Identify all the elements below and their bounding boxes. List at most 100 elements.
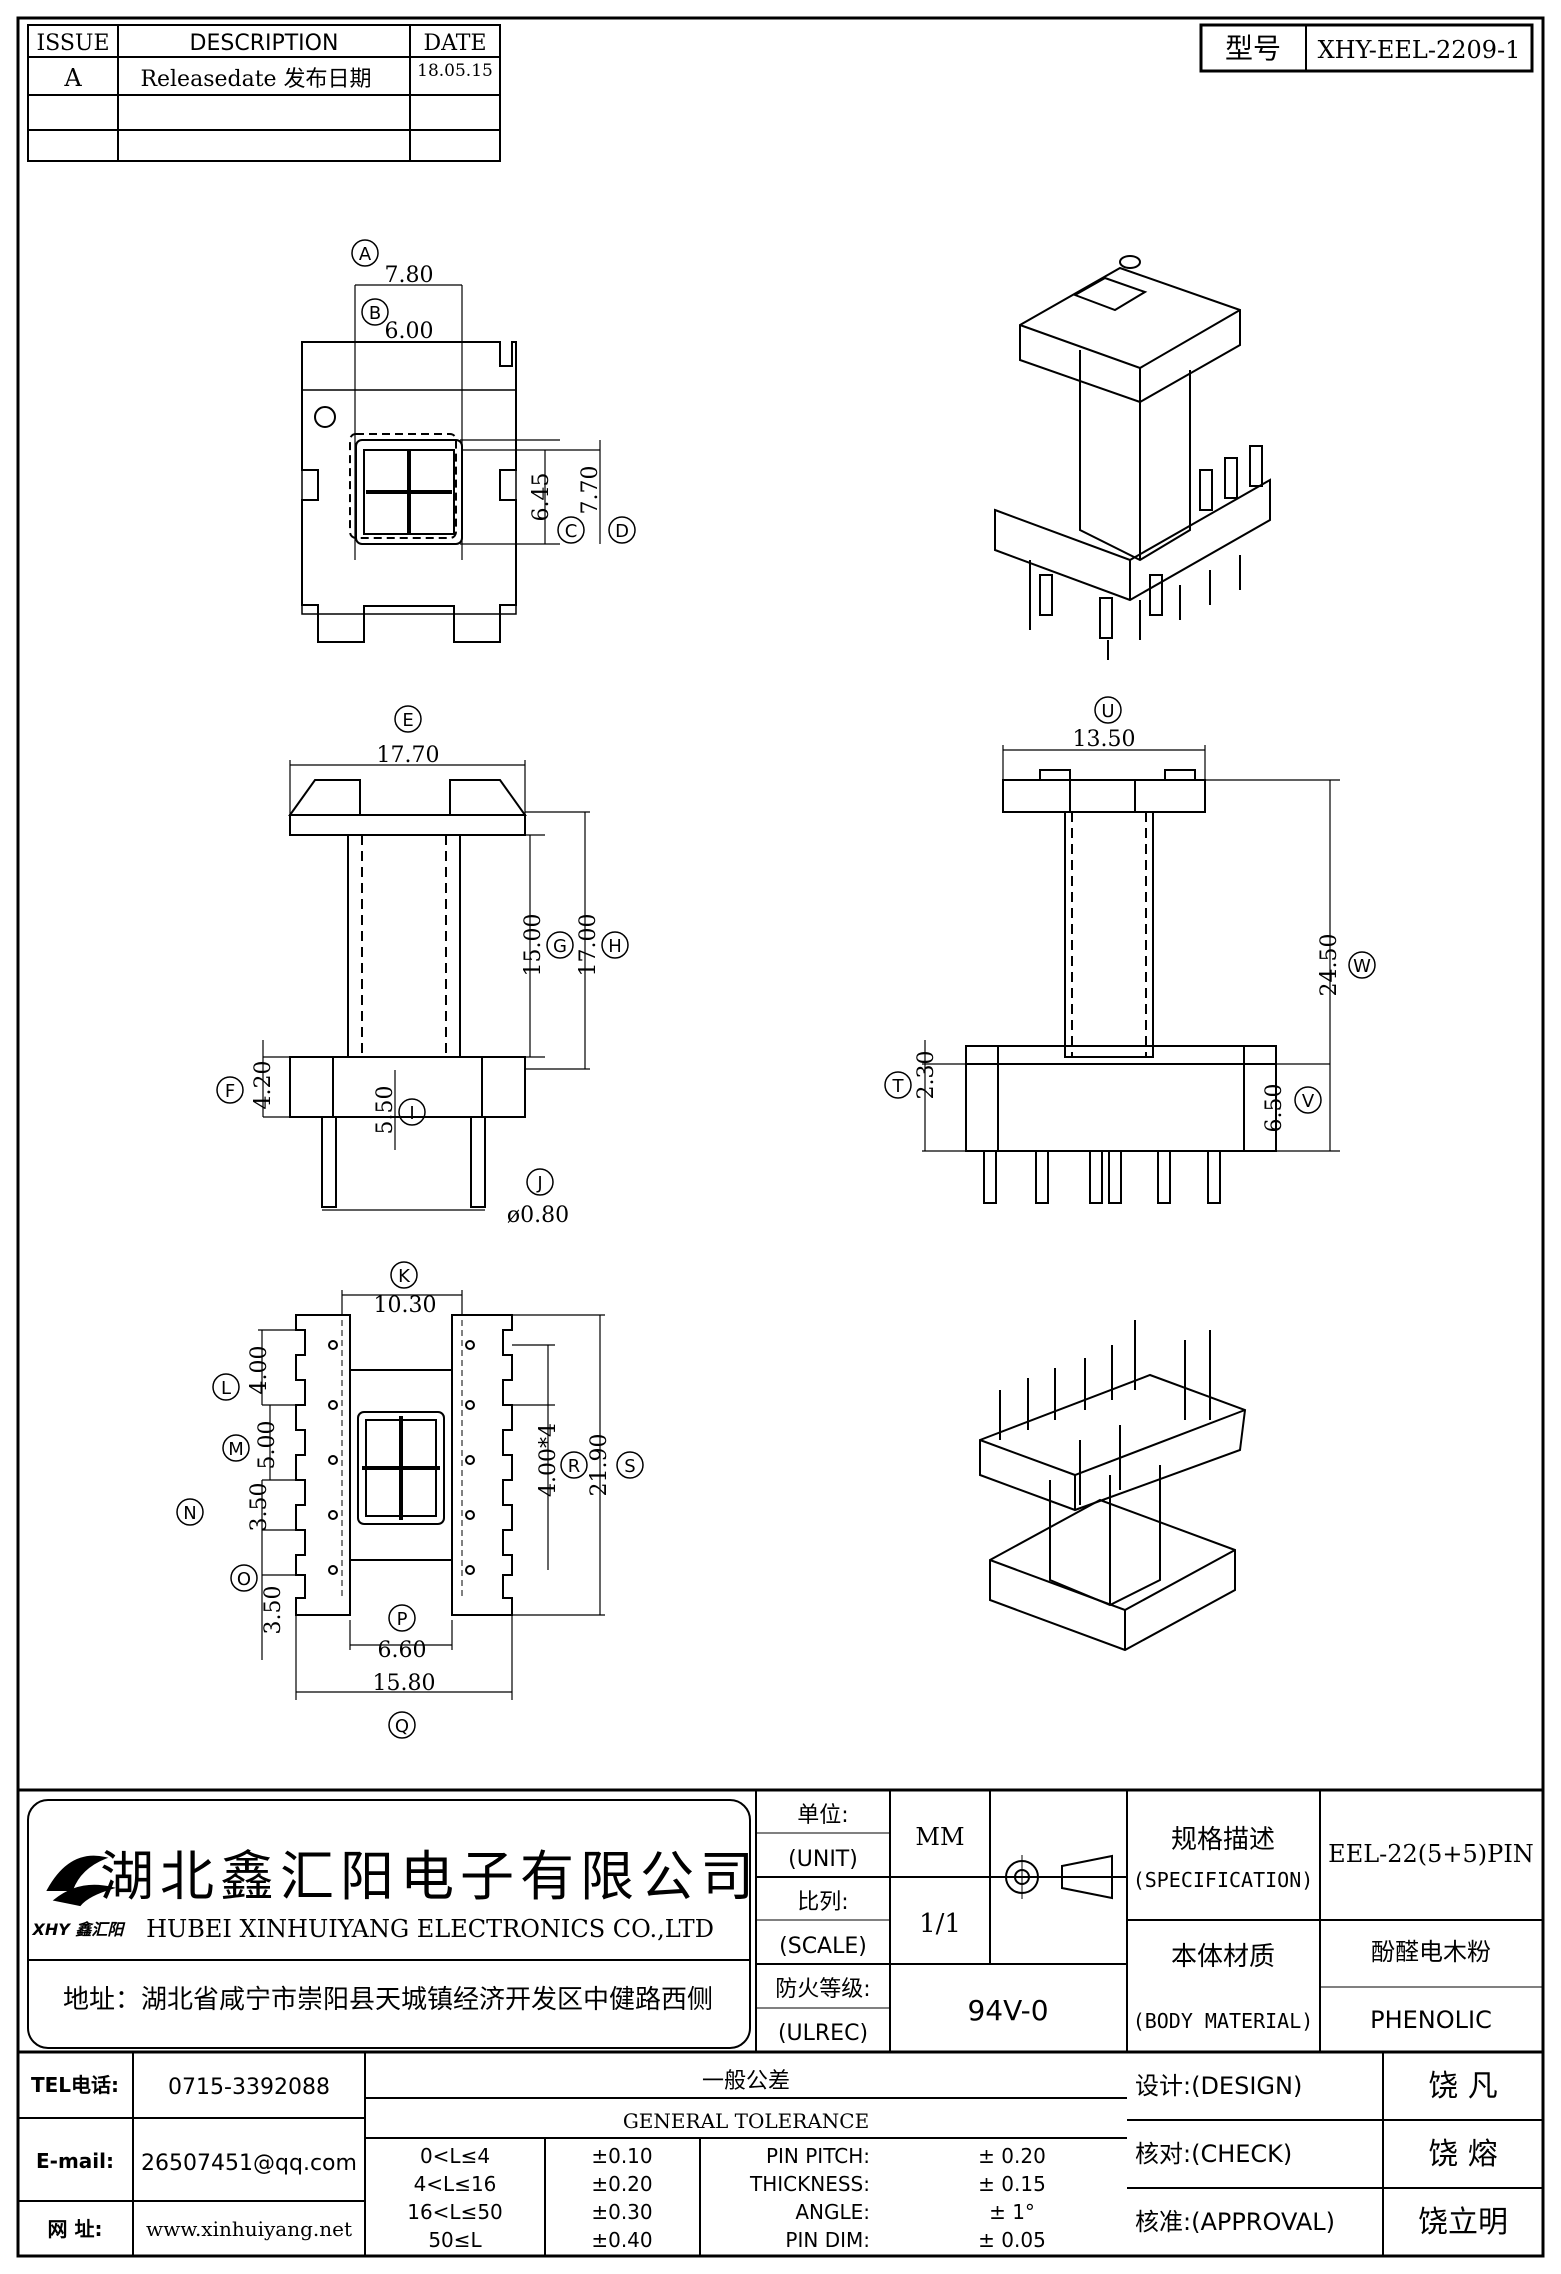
- dim-value-b: 6.00: [385, 319, 434, 344]
- ulrec-label: 防火等级:: [775, 1977, 870, 2002]
- approval-label: 核准:(APPROVAL): [1135, 2208, 1335, 2236]
- spec-pin-pitch-label: PIN PITCH:: [766, 2144, 870, 2168]
- svg-text:W: W: [1353, 956, 1371, 977]
- tolerance-range-1: 0<L≤4: [420, 2144, 490, 2168]
- svg-text:S: S: [624, 1456, 635, 1477]
- approval-name: 饶立明: [1418, 2205, 1508, 2240]
- email-label: E-mail:: [36, 2149, 114, 2173]
- tolerance-value-1: ±0.10: [591, 2144, 652, 2168]
- spec-thickness-value: ± 0.15: [978, 2172, 1046, 2196]
- svg-text:T: T: [892, 1076, 905, 1097]
- sheet-border: [16, 16, 1545, 2258]
- spec-value: EEL-22(5+5)PIN: [1328, 1840, 1534, 1868]
- dim-value-h: 17.00: [576, 914, 601, 977]
- dim-value-i: 5.50: [373, 1086, 398, 1135]
- svg-text:L: L: [221, 1378, 231, 1399]
- spec-thickness-label: THICKNESS:: [749, 2172, 870, 2196]
- svg-text:Q: Q: [395, 1716, 409, 1737]
- spec-pin-dim-value: ± 0.05: [978, 2228, 1046, 2252]
- dimension-values: 7.80 6.00 6.45 7.70 17.70 4.20 15.00 17.…: [247, 263, 1342, 1696]
- svg-text:N: N: [183, 1503, 196, 1524]
- dim-value-e: 17.70: [377, 743, 440, 768]
- company-logo: XHY 鑫汇阳: [32, 1855, 127, 1939]
- title-block: XHY 鑫汇阳 湖北鑫汇阳电子有限公司 HUBEI XINHUIYANG ELE…: [18, 1788, 1543, 2256]
- dim-value-s: 21.90: [587, 1434, 612, 1497]
- ulrec-value: 94V-0: [967, 1994, 1048, 2027]
- dim-value-o: 3.50: [261, 1586, 286, 1635]
- dim-value-f: 4.20: [251, 1061, 276, 1110]
- spec-label-en: (SPECIFICATION): [1133, 1868, 1314, 1892]
- dim-value-m: 5.00: [255, 1421, 280, 1470]
- date-value: 18.05.15: [417, 61, 493, 81]
- company-name-cn: 湖北鑫汇阳电子有限公司: [100, 1845, 760, 1908]
- dim-value-t: 2.30: [914, 1051, 939, 1100]
- tolerance-range-2: 4<L≤16: [414, 2172, 497, 2196]
- svg-text:H: H: [608, 936, 622, 957]
- check-name: 饶 熔: [1428, 2137, 1498, 2172]
- front-view: [288, 779, 527, 1208]
- top-view: [301, 285, 517, 643]
- svg-text:K: K: [398, 1266, 411, 1287]
- description-value: Releasedate 发布日期: [140, 67, 371, 92]
- dimension-lines: [258, 284, 1340, 1700]
- iso-view-bottom: [979, 1320, 1247, 1652]
- spec-angle-value: ± 1°: [989, 2200, 1035, 2224]
- dim-value-k: 10.30: [374, 1293, 437, 1318]
- tolerance-value-3: ±0.30: [591, 2200, 652, 2224]
- dim-value-j: ø0.80: [507, 1203, 569, 1228]
- svg-text:C: C: [565, 521, 578, 542]
- tolerance-range-4: 50≤L: [428, 2228, 482, 2252]
- unit-label-en: (UNIT): [788, 1847, 858, 1872]
- issue-header: ISSUE: [36, 31, 109, 56]
- svg-text:E: E: [402, 710, 413, 731]
- dim-value-u: 13.50: [1073, 727, 1136, 752]
- design-label: 设计:(DESIGN): [1135, 2072, 1302, 2100]
- model-value: XHY-EEL-2209-1: [1318, 36, 1521, 64]
- revision-table: ISSUE DESCRIPTION DATE A Releasedate 发布日…: [27, 24, 501, 162]
- svg-text:B: B: [369, 303, 381, 324]
- tolerance-title-en: GENERAL TOLERANCE: [623, 2109, 869, 2133]
- svg-text:G: G: [553, 936, 567, 957]
- email-value: 26507451@qq.com: [141, 2151, 357, 2176]
- tolerance-value-2: ±0.20: [591, 2172, 652, 2196]
- unit-value: MM: [915, 1823, 964, 1851]
- web-label: 网 址:: [48, 2217, 103, 2241]
- side-view: [965, 769, 1277, 1204]
- tel-label: TEL电话:: [31, 2073, 119, 2097]
- web-value: www.xinhuiyang.net: [146, 2217, 352, 2241]
- dimension-callouts: A B C D E F G H I J K L M N O P Q R S T …: [176, 239, 1376, 1739]
- check-label: 核对:(CHECK): [1135, 2140, 1292, 2168]
- svg-text:P: P: [397, 1609, 408, 1630]
- material-label-en: (BODY MATERIAL): [1133, 2009, 1314, 2033]
- tolerance-range-3: 16<L≤50: [407, 2200, 503, 2224]
- issue-value: A: [63, 64, 82, 92]
- tel-value: 0715-3392088: [168, 2075, 330, 2100]
- svg-text:R: R: [568, 1456, 581, 1477]
- date-header: DATE: [423, 31, 486, 56]
- svg-text:F: F: [225, 1081, 235, 1102]
- spec-pin-dim-label: PIN DIM:: [785, 2228, 870, 2252]
- logo-text: XHY 鑫汇阳: [32, 1920, 127, 1939]
- design-name: 饶 凡: [1428, 2069, 1498, 2104]
- svg-text:I: I: [409, 1103, 414, 1124]
- scale-value: 1/1: [919, 1909, 961, 1939]
- dim-value-c: 6.45: [529, 473, 554, 522]
- unit-label: 单位:: [797, 1803, 848, 1828]
- ulrec-label-en: (ULREC): [778, 2021, 868, 2046]
- material-label: 本体材质: [1171, 1942, 1275, 1972]
- dim-value-v: 6.50: [1262, 1084, 1287, 1133]
- svg-text:U: U: [1101, 701, 1114, 722]
- material-value-en: PHENOLIC: [1370, 2006, 1492, 2034]
- dim-value-q: 15.80: [373, 1671, 436, 1696]
- company-address: 地址：湖北省咸宁市崇阳县天城镇经济开发区中健路西侧: [63, 1985, 713, 2015]
- bottom-view: [295, 1314, 513, 1616]
- dim-value-p: 6.60: [378, 1638, 427, 1663]
- svg-text:O: O: [237, 1569, 251, 1590]
- iso-view-top: [994, 255, 1271, 660]
- dim-value-l: 4.00: [247, 1346, 272, 1395]
- dim-value-d: 7.70: [578, 466, 603, 515]
- svg-text:D: D: [615, 521, 629, 542]
- dim-value-w: 24.50: [1317, 934, 1342, 997]
